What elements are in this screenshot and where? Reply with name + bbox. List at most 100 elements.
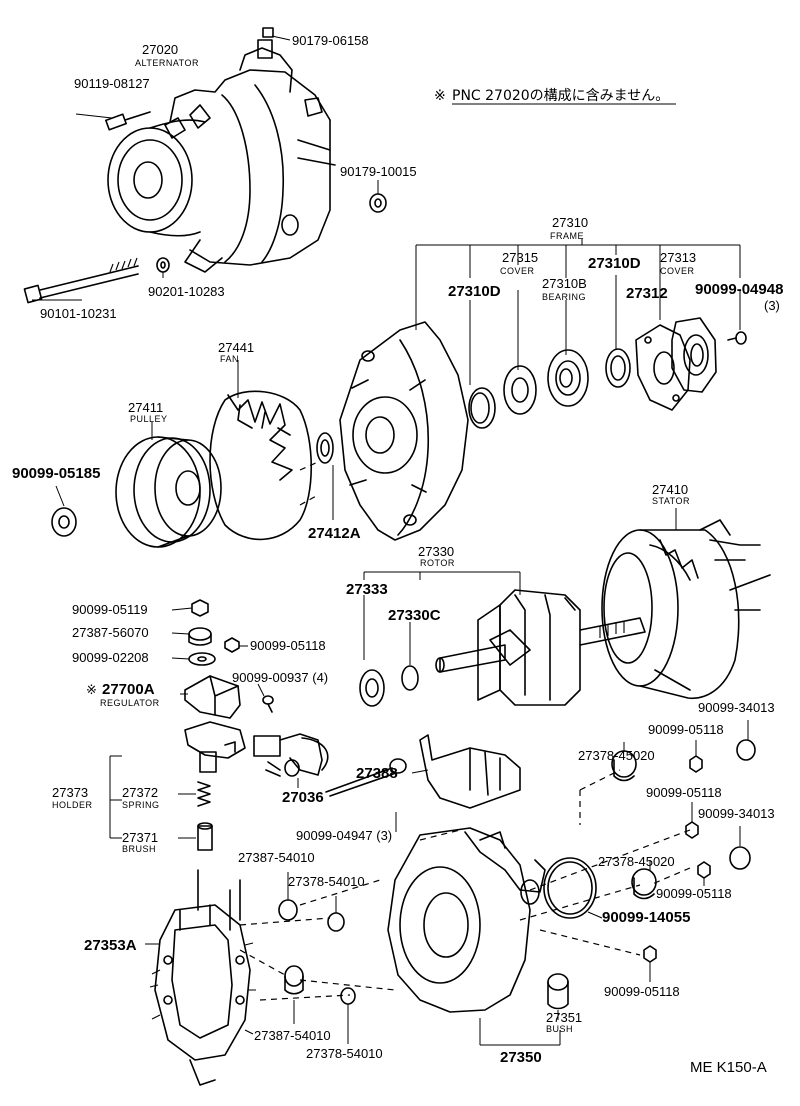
- screw-04948-drawing: [727, 331, 747, 345]
- washer-10283-drawing: [156, 257, 170, 273]
- label-spring-num: 27372: [122, 785, 158, 800]
- label-brush-num: 27371: [122, 830, 158, 845]
- fan-drawing: [209, 390, 312, 541]
- label-bush-name: BUSH: [546, 1024, 573, 1034]
- long-bolt-drawing: [23, 257, 139, 304]
- label-holder-num: 27373: [52, 785, 88, 800]
- label-frame-name: FRAME: [550, 231, 584, 241]
- label-long-bolt: 90101-10231: [40, 306, 117, 321]
- plate-27312-drawing: [635, 324, 691, 411]
- bolt-08127-drawing: [105, 111, 151, 131]
- label-cover-num: 27315: [502, 250, 538, 265]
- drive-end-frame-drawing: [339, 321, 469, 541]
- label-insulator-56070: 27387-56070: [72, 625, 149, 640]
- label-nut-05118-d: 90099-05118: [656, 886, 732, 901]
- label-nut-10015: 90179-10015: [340, 164, 417, 179]
- label-nut-05119: 90099-05119: [72, 602, 148, 617]
- label-nut-05118-b: 90099-05118: [648, 722, 724, 737]
- label-regulator-mark: ※: [86, 682, 97, 697]
- label-regulator-num: 27700A: [102, 681, 155, 698]
- label-cap-34013-a: 90099-34013: [698, 700, 775, 715]
- regulator-drawing: [184, 675, 241, 719]
- note-mark: ※: [434, 88, 446, 104]
- label-part-27333: 27333: [346, 581, 388, 598]
- label-insulator-54010-a: 27387-54010: [238, 850, 315, 865]
- label-screw-04948-qty: (3): [764, 298, 780, 313]
- label-regulator-name: REGULATOR: [100, 698, 160, 708]
- label-rotor-num: 27330: [418, 544, 454, 559]
- label-frame-num: 27310: [552, 215, 588, 230]
- label-insulator-54010-c: 27387-54010: [254, 1028, 331, 1043]
- brush-drawing: [197, 822, 213, 851]
- label-fan-num: 27441: [218, 340, 254, 355]
- nut-10015-drawing: [369, 193, 387, 213]
- holder-drawing: [184, 721, 246, 773]
- label-screw-04948: 90099-04948: [695, 281, 783, 298]
- label-nut-05118-c: 90099-05118: [646, 785, 722, 800]
- oring-14055-drawing: [543, 857, 597, 919]
- cover-27310d-drawing: [605, 348, 631, 388]
- label-fan-name: FAN: [220, 354, 239, 364]
- label-rotor-name: ROTOR: [420, 558, 455, 568]
- label-nut-05118-e: 90099-05118: [604, 984, 680, 999]
- terminal-nut-drawing: [262, 27, 274, 38]
- cap-34013-a-drawing: [736, 739, 756, 761]
- label-insulator-54010-d: 27378-54010: [306, 1046, 383, 1061]
- nut-05119-drawing: [191, 599, 209, 617]
- label-frame-d-right: 27310D: [588, 255, 641, 272]
- cover-27313-drawing: [671, 317, 717, 393]
- label-part-27036: 27036: [282, 789, 324, 806]
- stator-drawing: [601, 519, 771, 700]
- nut-05118-a-drawing: [224, 637, 240, 653]
- note-text: PNC 27020の構成に含みません。: [452, 88, 669, 104]
- label-alternator-num: 27020: [142, 42, 178, 57]
- screw-00937-drawing: [262, 695, 274, 713]
- bearing-drawing: [503, 349, 589, 415]
- label-bearing-name: BEARING: [542, 292, 586, 302]
- label-bush-num: 27351: [546, 1010, 582, 1025]
- label-cover-name: COVER: [500, 266, 535, 276]
- nut-05118-b-drawing: [689, 755, 703, 773]
- label-spacer-27412a: 27412A: [308, 525, 361, 542]
- insulator-54010-c-drawing: [284, 965, 304, 995]
- label-cover2-name: COVER: [660, 266, 695, 276]
- label-end-frame-27350: 27350: [500, 1049, 542, 1066]
- diagram-code: ME K150-A: [690, 1059, 767, 1076]
- end-frame-27350-drawing: [387, 827, 546, 1013]
- insulator-54010-d-drawing: [340, 987, 356, 1005]
- bush-drawing: [547, 973, 569, 1010]
- label-washer-02208: 90099-02208: [72, 650, 149, 665]
- bolt-04947-drawing: [325, 758, 407, 797]
- alternator-assembly-drawing: [107, 39, 336, 273]
- label-bearing-num: 27310B: [542, 276, 587, 291]
- insulator-56070-drawing: [188, 627, 212, 646]
- insulator-54010-b-drawing: [327, 912, 345, 932]
- label-part-27388: 27388: [356, 765, 398, 782]
- label-oring-14055: 90099-14055: [602, 909, 690, 926]
- insulator-45020-b-drawing: [631, 868, 657, 900]
- label-terminal-nut: 90179-06158: [292, 33, 369, 48]
- cover-27315-drawing: [468, 387, 496, 429]
- nut-05118-d-drawing: [697, 861, 711, 879]
- label-insulator-54010-b: 27378-54010: [288, 874, 365, 889]
- label-insulator-45020-a: 27378-45020: [578, 748, 655, 763]
- washer-02208-drawing: [188, 652, 216, 666]
- label-part-27330c: 27330C: [388, 607, 441, 624]
- label-bolt-04947: 90099-04947 (3): [296, 828, 392, 843]
- label-spring-name: SPRING: [122, 800, 160, 810]
- label-nut-05185: 90099-05185: [12, 465, 100, 482]
- spacer-27412a-drawing: [316, 432, 334, 464]
- label-washer-10283: 90201-10283: [148, 284, 225, 299]
- part-27388-drawing: [419, 734, 521, 809]
- label-holder-name: HOLDER: [52, 800, 93, 810]
- label-alternator-name: ALTERNATOR: [135, 58, 199, 68]
- pulley-drawing: [115, 436, 222, 548]
- rotor-drawing: [359, 589, 646, 707]
- label-part-27312: 27312: [626, 285, 668, 302]
- insulator-54010-a-drawing: [278, 899, 298, 921]
- label-cap-34013-b: 90099-34013: [698, 806, 775, 821]
- label-pulley-num: 27411: [128, 400, 163, 415]
- label-stator-name: STATOR: [652, 496, 690, 506]
- label-screw-00937: 90099-00937 (4): [232, 670, 328, 685]
